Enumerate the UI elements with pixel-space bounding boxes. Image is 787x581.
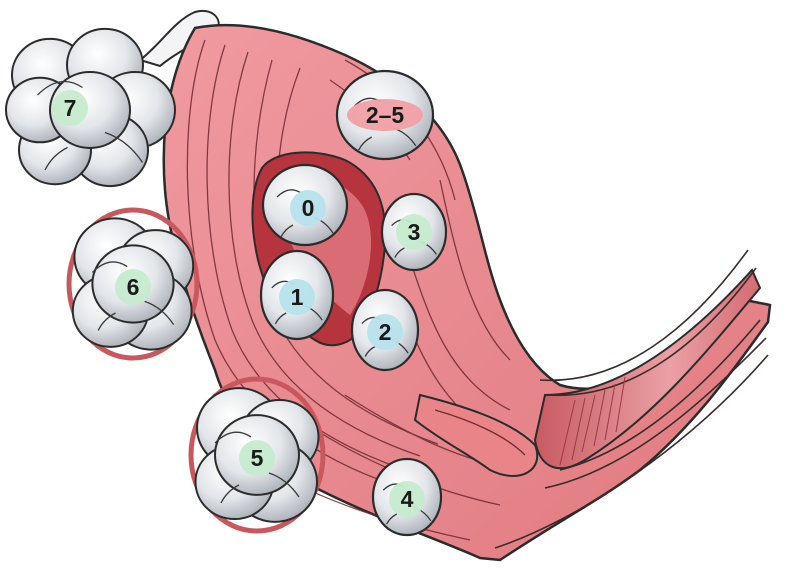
fibroid-label-0: 0 bbox=[302, 195, 315, 221]
fibroid-label-4: 4 bbox=[401, 486, 414, 512]
fibroid-label-1: 1 bbox=[291, 284, 304, 310]
fibroid-label-2-5: 2–5 bbox=[366, 102, 405, 128]
fibroid-label-5: 5 bbox=[251, 445, 264, 471]
fibroid-label-2: 2 bbox=[379, 319, 392, 345]
fibroid-label-7: 7 bbox=[64, 95, 77, 121]
fibroid-label-3: 3 bbox=[408, 219, 421, 245]
fibroid-label-6: 6 bbox=[127, 274, 140, 300]
